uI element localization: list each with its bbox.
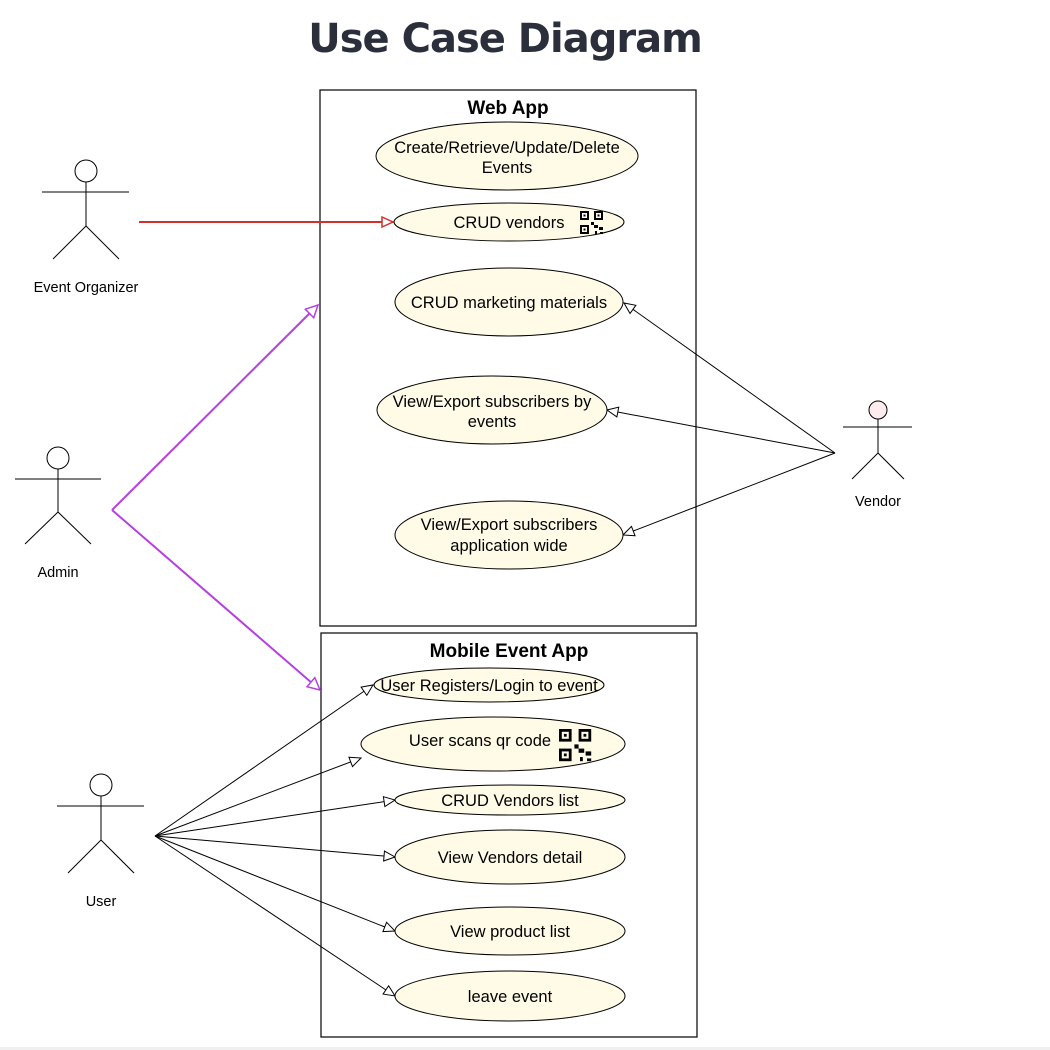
qr-code-icon xyxy=(580,211,603,234)
use-case-leave-event[interactable]: leave event xyxy=(394,970,626,1022)
use-case-view-product-list[interactable]: View product list xyxy=(394,906,626,956)
actor-event-organizer-label: Event Organizer xyxy=(34,280,139,296)
actor-user-label: User xyxy=(86,894,117,910)
user-to-vendors-list-line xyxy=(154,795,397,837)
web-app-label: Web App xyxy=(467,98,548,119)
use-case-crud-events-line1: Create/Retrieve/Update/Delete xyxy=(394,139,620,157)
use-case-crud-marketing-label: CRUD marketing materials xyxy=(411,294,607,312)
qr-code-icon xyxy=(559,729,592,762)
user-to-register-line xyxy=(154,684,374,837)
use-case-user-register[interactable]: User Registers/Login to event xyxy=(373,667,605,703)
actor-admin-label: Admin xyxy=(37,565,78,581)
stick-figure-icon xyxy=(843,400,912,480)
bottom-divider xyxy=(0,1047,1050,1050)
use-case-leave-event-label: leave event xyxy=(468,988,553,1006)
admin-to-web-app-line xyxy=(111,305,318,511)
use-case-crud-events[interactable]: Create/Retrieve/Update/Delete Events xyxy=(375,121,639,191)
mobile-app-boundary xyxy=(320,632,698,1038)
use-case-export-by-events-line2: events xyxy=(468,413,517,431)
admin-to-mobile-app-line xyxy=(111,509,320,690)
actor-vendor[interactable]: Vendor xyxy=(843,400,912,510)
user-to-scan-line xyxy=(154,756,363,837)
mobile-app-label: Mobile Event App xyxy=(430,641,589,662)
vendor-to-marketing-line xyxy=(623,302,836,454)
use-case-user-scan-qr-label: User scans qr code xyxy=(409,732,551,750)
actor-user[interactable]: User xyxy=(57,773,144,910)
use-case-view-vendor-detail-label: View Vendors detail xyxy=(438,849,583,867)
actor-vendor-label: Vendor xyxy=(855,494,901,510)
diagram-title: Use Case Diagram xyxy=(308,16,702,62)
use-case-export-by-events-line1: View/Export subscribers by xyxy=(393,393,592,411)
use-case-crud-marketing[interactable]: CRUD marketing materials xyxy=(394,267,624,337)
vendor-to-export-app-line xyxy=(621,452,836,537)
use-case-crud-vendors-list[interactable]: CRUD Vendors list xyxy=(394,784,626,816)
use-case-crud-vendors[interactable]: CRUD vendors xyxy=(393,202,625,242)
user-to-vendor-detail-line xyxy=(154,835,397,862)
stick-figure-icon xyxy=(57,773,144,874)
use-case-view-product-list-label: View product list xyxy=(450,923,570,941)
use-case-export-app-wide-line1: View/Export subscribers xyxy=(421,516,598,534)
user-to-leave-event-line xyxy=(154,835,397,997)
vendor-to-export-events-line xyxy=(605,406,836,454)
use-case-crud-events-line2: Events xyxy=(482,159,532,177)
user-to-product-list-line xyxy=(154,835,397,933)
actor-admin[interactable]: Admin xyxy=(15,446,101,581)
use-case-user-register-label: User Registers/Login to event xyxy=(380,677,598,695)
stick-figure-icon xyxy=(42,159,129,260)
web-app-boundary xyxy=(319,89,697,627)
use-case-export-by-events[interactable]: View/Export subscribers by events xyxy=(376,375,608,445)
stick-figure-icon xyxy=(15,446,101,545)
use-case-view-vendor-detail[interactable]: View Vendors detail xyxy=(394,829,626,885)
use-case-user-scan-qr[interactable]: User scans qr code xyxy=(360,716,626,772)
actor-event-organizer[interactable]: Event Organizer xyxy=(34,159,139,296)
use-case-export-app-wide[interactable]: View/Export subscribers application wide xyxy=(394,500,624,570)
use-case-crud-vendors-list-label: CRUD Vendors list xyxy=(441,792,579,810)
use-case-crud-vendors-label: CRUD vendors xyxy=(454,214,565,232)
use-case-export-app-wide-line2: application wide xyxy=(450,537,567,555)
